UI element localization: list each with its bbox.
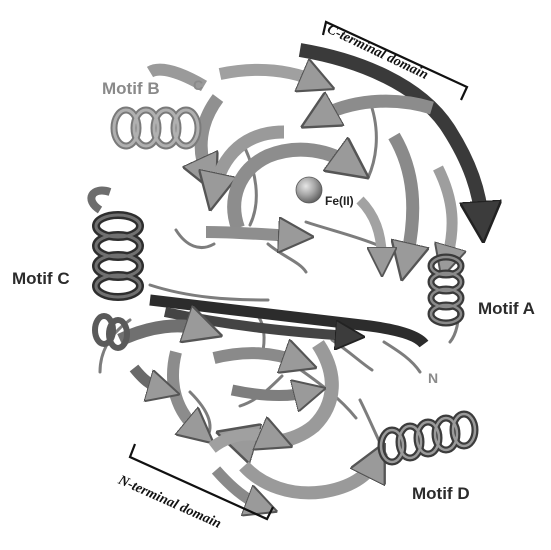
c-domain-strand-9	[206, 232, 296, 236]
c-domain-strand-7	[394, 136, 413, 262]
fe-ion-sphere	[296, 177, 322, 203]
n-domain-strand-3	[120, 326, 204, 340]
helix-motif-c-outer-loop	[91, 191, 110, 210]
motif-c-label: Motif C	[12, 269, 70, 289]
motif-d-label: Motif D	[412, 484, 470, 504]
n-domain-strands	[120, 300, 424, 506]
n-domain-strand-11	[134, 368, 164, 390]
c-domain-strand-10	[360, 200, 382, 262]
c-terminus-label: C	[193, 77, 203, 93]
n-terminus-label: N	[428, 370, 438, 386]
motif-b-label: Motif B	[102, 79, 160, 99]
c-domain-strand-8	[438, 168, 452, 262]
n-domain-strand-9	[244, 460, 376, 493]
helix-motif-d-shade	[381, 414, 475, 462]
n-domain-strand-6	[173, 352, 200, 432]
fe-ion-label: Fe(II)	[325, 194, 354, 208]
c-domain-strand-3	[220, 70, 318, 82]
c-domain-strand-4	[201, 98, 218, 176]
motif-a-label: Motif A	[478, 299, 535, 319]
n-domain-strand-7	[232, 390, 310, 396]
n-domain-strand-4	[214, 353, 300, 362]
